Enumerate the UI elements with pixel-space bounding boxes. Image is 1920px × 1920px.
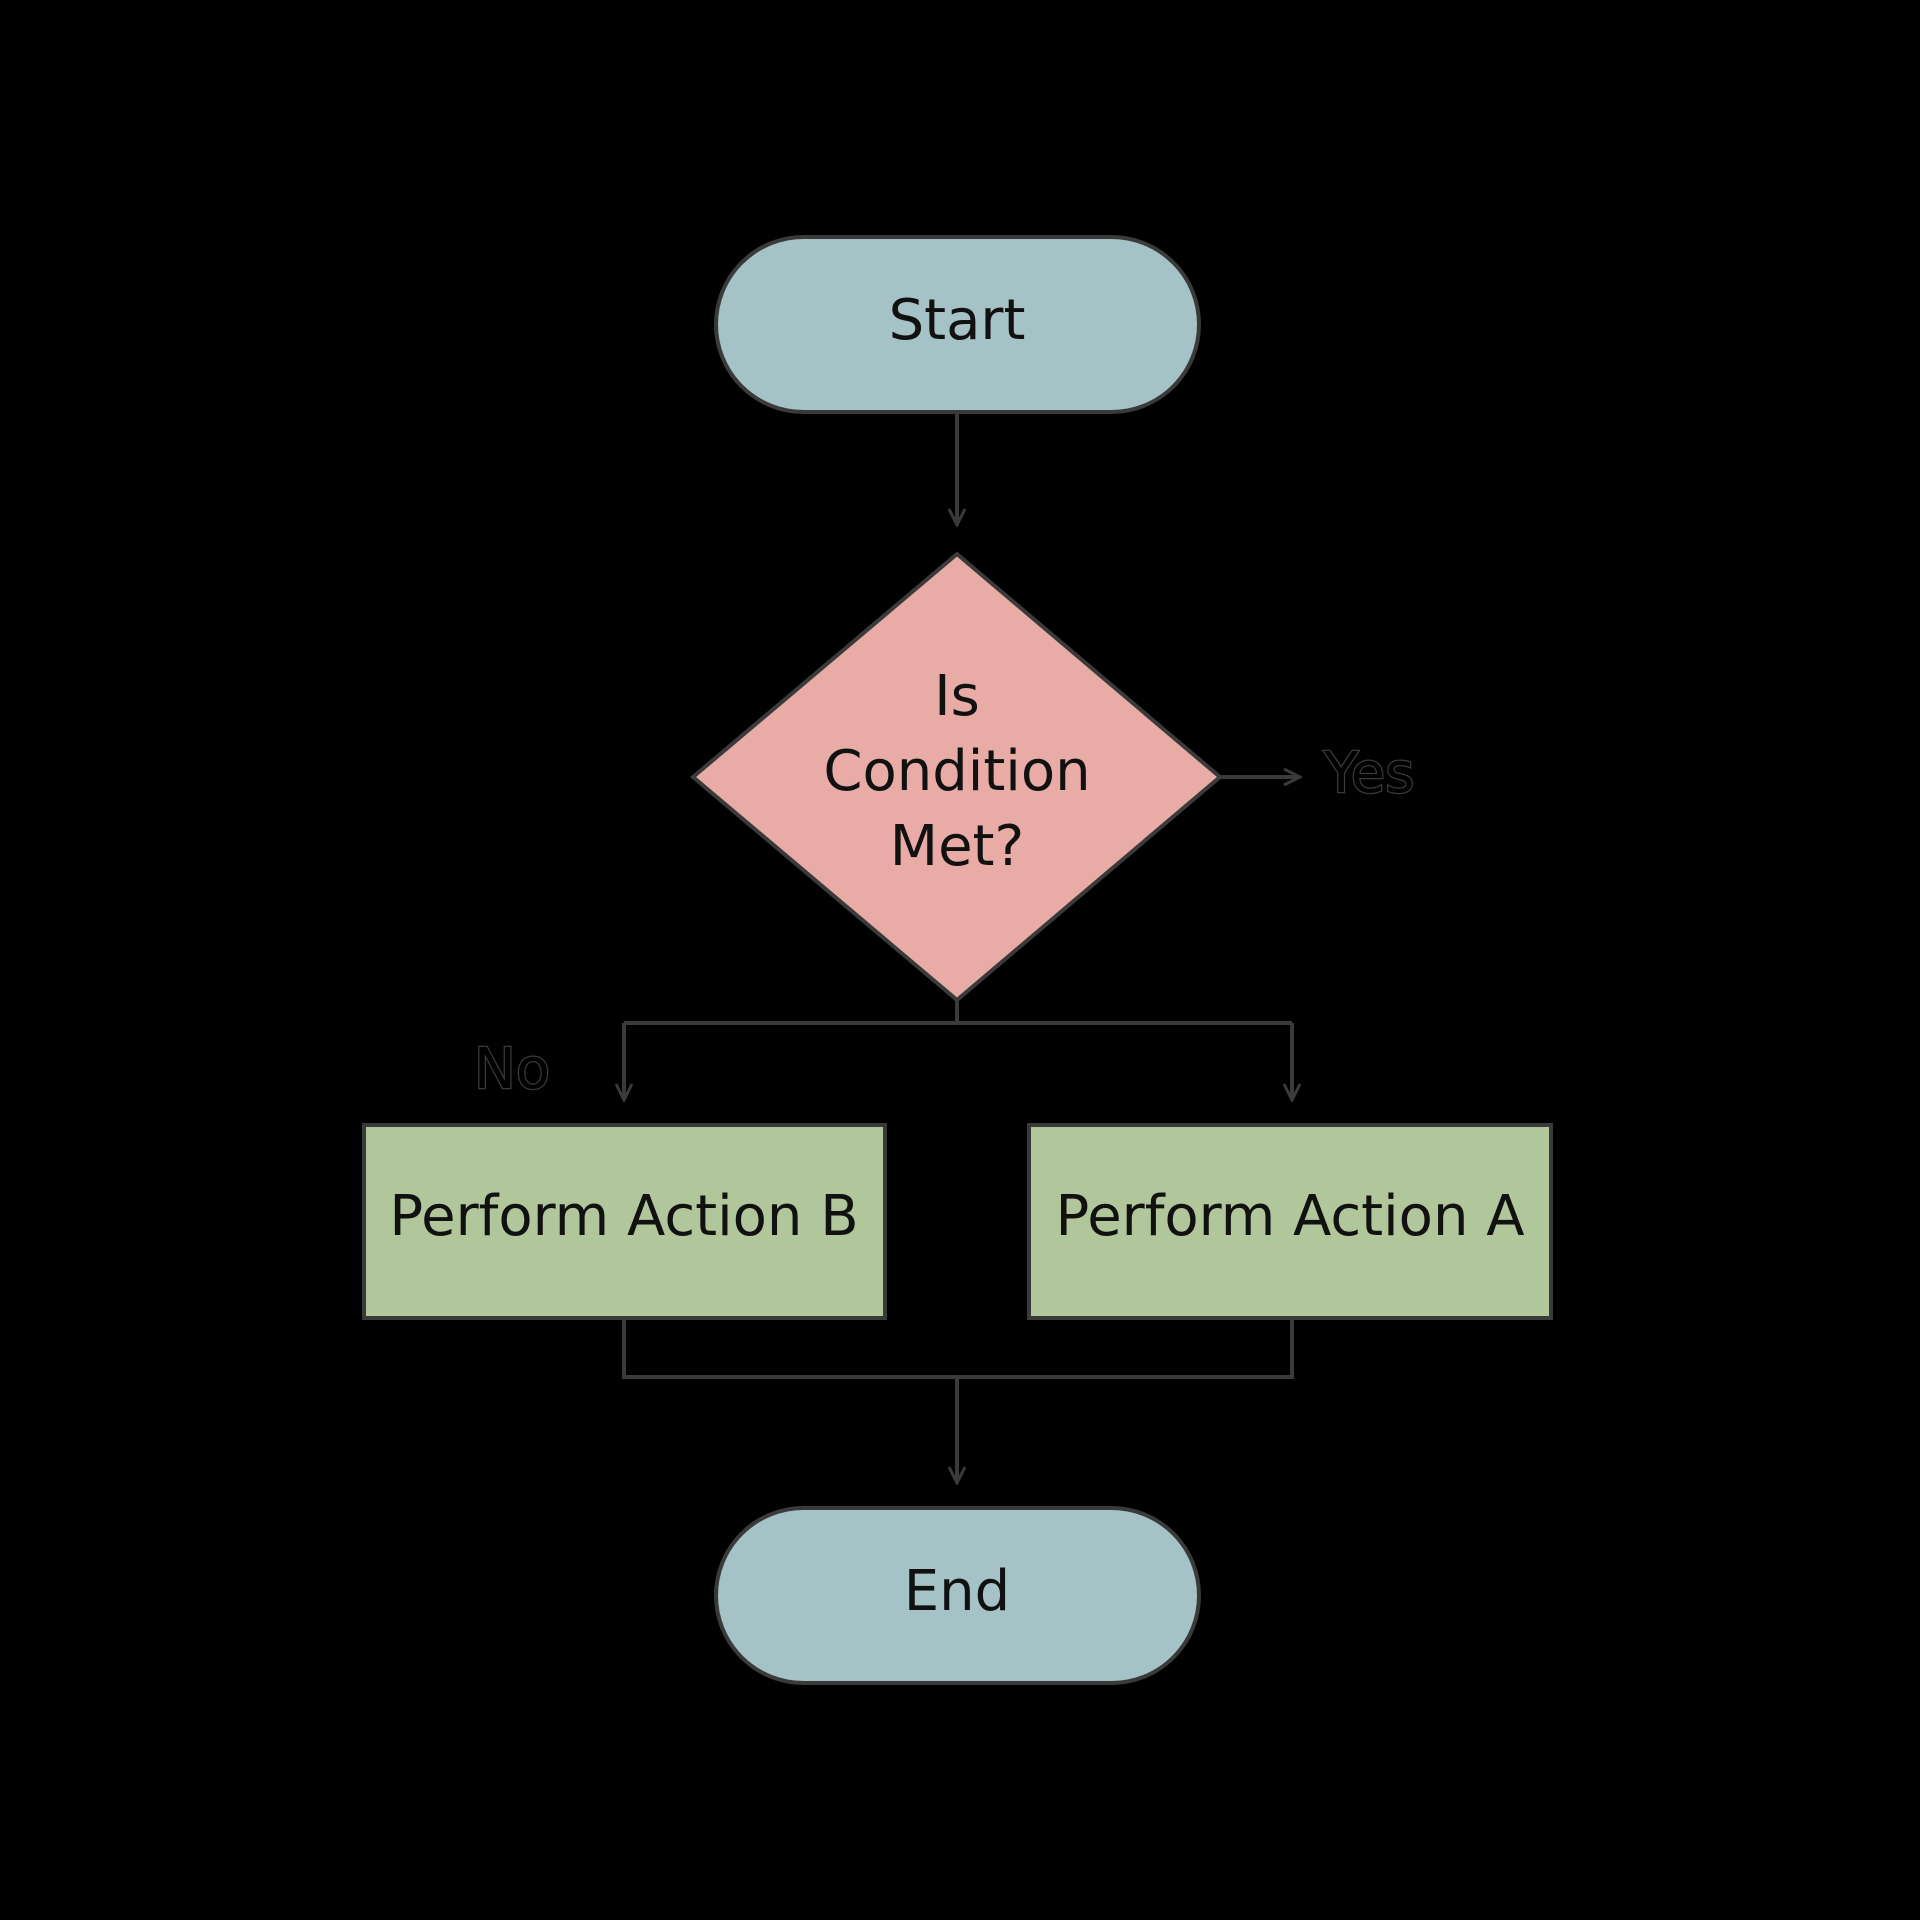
decision-label-line-1: Is	[934, 664, 980, 729]
action-a-label: Perform Action A	[1055, 1184, 1524, 1249]
start-node	[714, 235, 1201, 414]
action-a-node	[1027, 1123, 1553, 1320]
end-node	[714, 1506, 1201, 1685]
action-b-node	[362, 1123, 887, 1320]
branch-label-yes: Yes	[1323, 741, 1414, 806]
action-b-label: Perform Action B	[389, 1184, 858, 1249]
decision-label-line-3: Met?	[890, 814, 1024, 879]
decision-node	[689, 551, 1224, 1003]
branch-label-no: No	[474, 1037, 550, 1102]
decision-label-line-2: Condition	[823, 739, 1090, 804]
connector-actions-merge	[622, 1318, 1294, 1379]
start-node-label: Start	[889, 288, 1026, 353]
end-node-label: End	[904, 1559, 1010, 1624]
